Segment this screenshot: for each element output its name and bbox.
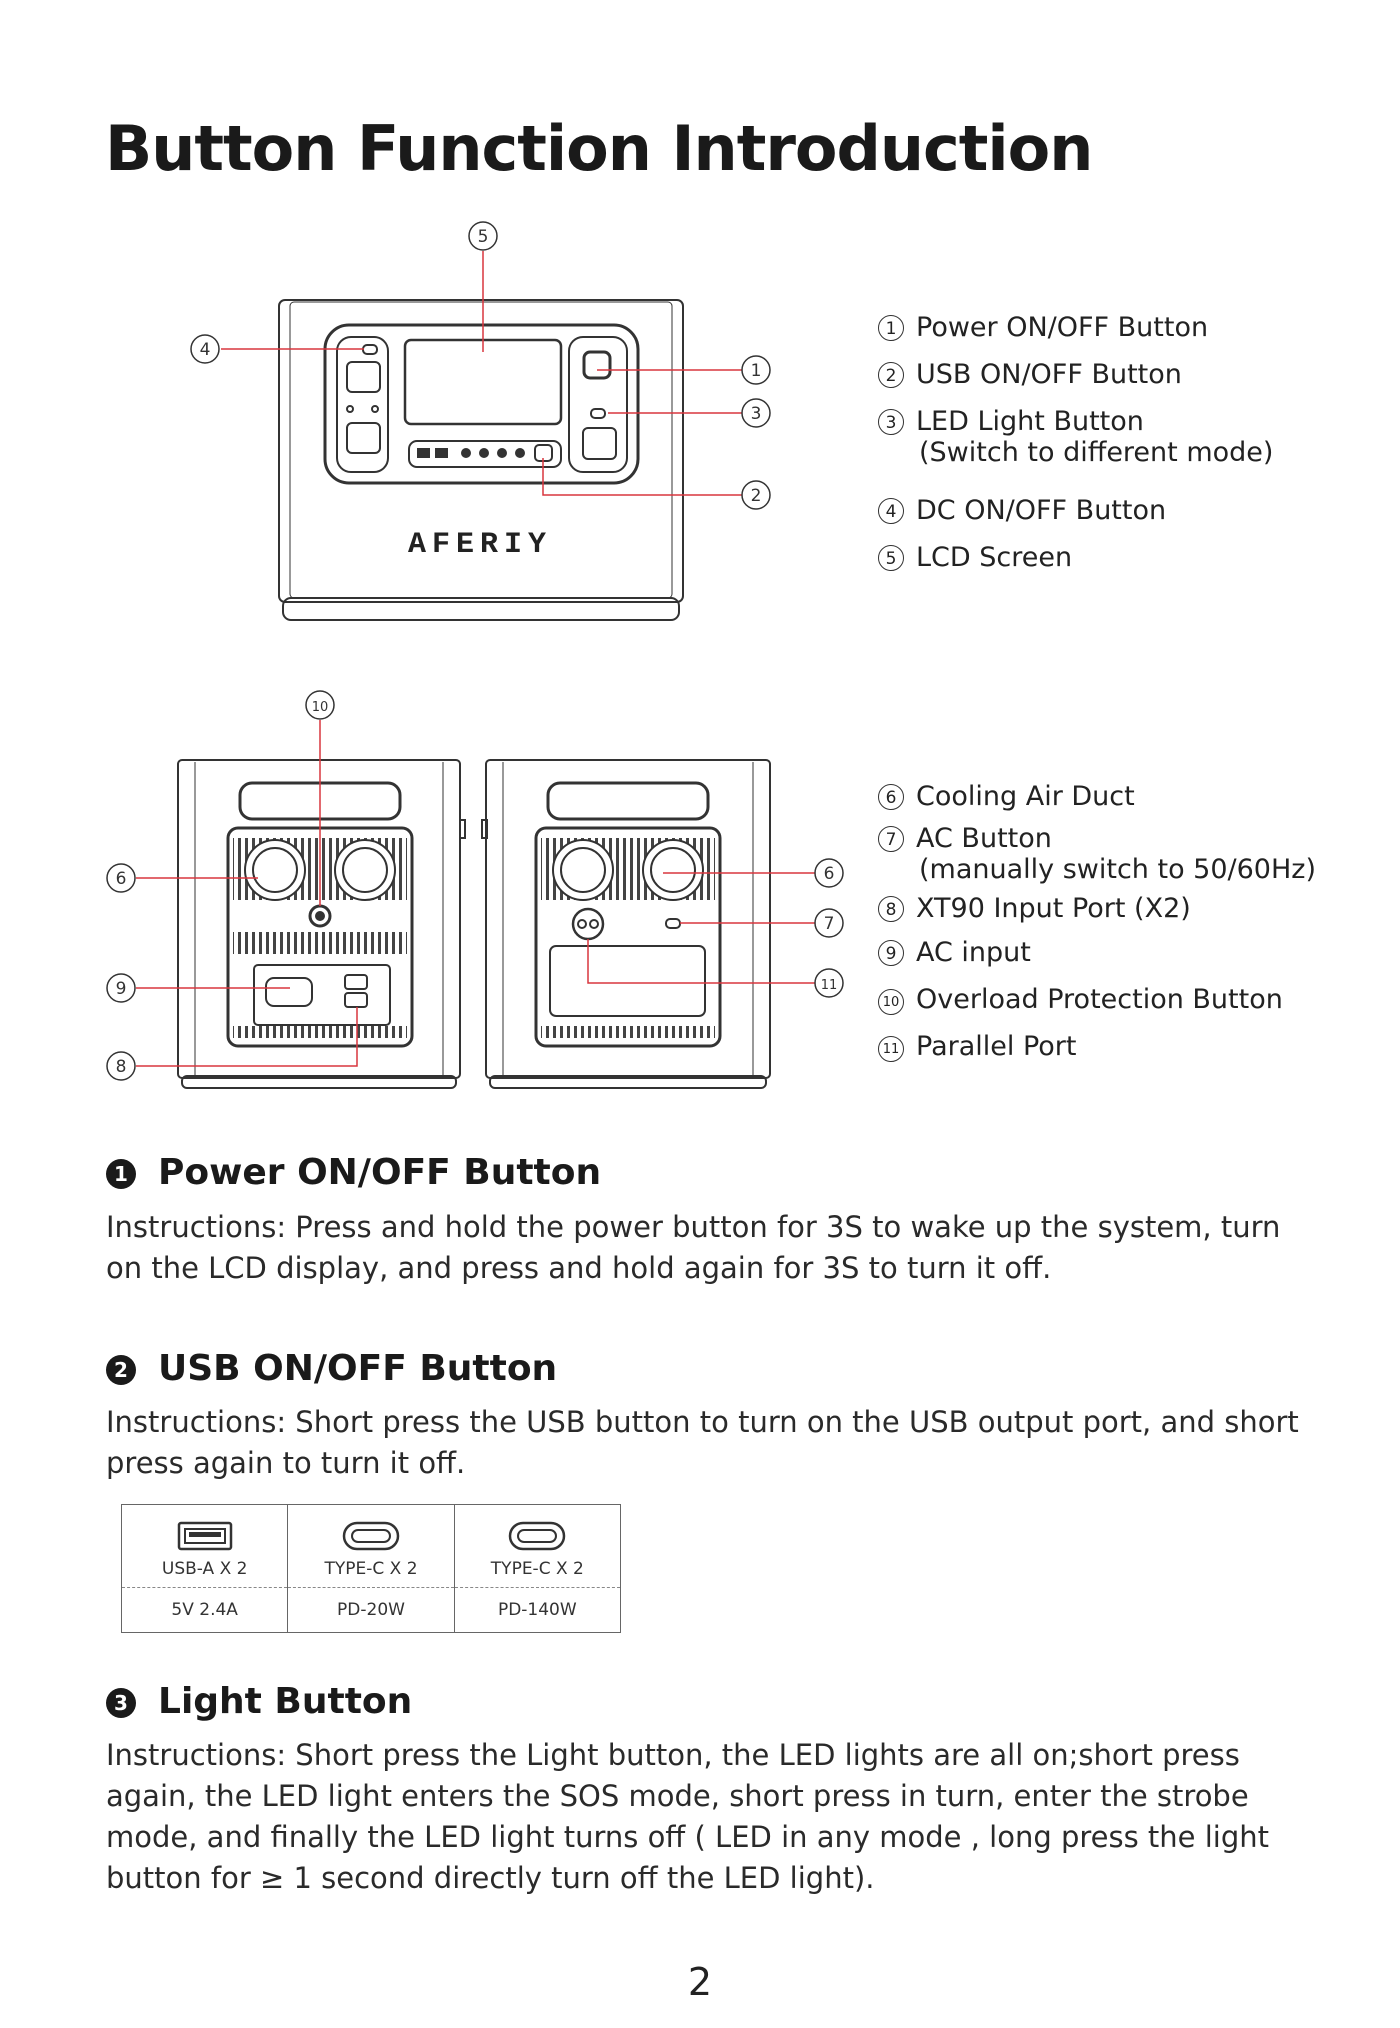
callout-8: 8 (106, 1051, 136, 1081)
port-type: TYPE-C X 2 (490, 1559, 584, 1579)
usb-c-port-icon (509, 1521, 566, 1551)
svg-text:3: 3 (751, 404, 762, 424)
usb-a-port-icon (177, 1521, 232, 1551)
svg-text:8: 8 (116, 1057, 127, 1077)
svg-text:2: 2 (751, 486, 762, 506)
front-callout-lines (221, 251, 746, 496)
front-view: AFERIY (278, 299, 684, 621)
svg-text:6: 6 (116, 869, 127, 889)
rear-callout-lines (136, 720, 815, 1067)
section-bullet: 3 (106, 1688, 136, 1718)
section-instructions-power: Instructions: Press and hold the power b… (106, 1210, 1281, 1285)
product-diagrams: AFERIY 5 4 1 3 2 (106, 221, 844, 1089)
callout-2: 2 (741, 480, 771, 510)
svg-text:7: 7 (824, 914, 835, 934)
section-bullet: 2 (106, 1355, 136, 1385)
port-type: USB-A X 2 (161, 1559, 248, 1579)
port-spec: PD-20W (287, 1587, 455, 1633)
usb-port-cell: TYPE-C X 2 (453, 1504, 622, 1588)
rear-view-right (481, 759, 771, 1089)
callout-9: 9 (106, 973, 136, 1003)
port-spec: 5V 2.4A (120, 1587, 289, 1633)
usb-port-table: USB-A X 2 TYPE-C X 2 TYPE-C X 2 5V 2.4A … (120, 1504, 622, 1633)
rear-view-left (177, 759, 466, 1089)
svg-text:11: 11 (821, 978, 838, 993)
callout-4: 4 (190, 334, 220, 364)
section-bullet: 1 (106, 1159, 136, 1189)
page-number: 2 (687, 1960, 713, 2004)
port-spec: PD-140W (453, 1587, 622, 1633)
svg-text:6: 6 (824, 864, 835, 884)
legend-subtext: (Switch to different mode) (919, 437, 1274, 468)
svg-text:10: 10 (312, 700, 329, 715)
callout-11: 11 (814, 968, 844, 998)
usb-c-port-icon (342, 1521, 400, 1551)
brand-logo: AFERIY (408, 528, 552, 562)
callout-6-left: 6 (106, 863, 136, 893)
front-callout-markers: 5 4 1 3 2 (190, 221, 771, 510)
callout-3: 3 (741, 398, 771, 428)
callout-7: 7 (814, 908, 844, 938)
usb-port-cell: TYPE-C X 2 (287, 1504, 455, 1588)
legend-subtext: (manually switch to 50/60Hz) (919, 854, 1316, 885)
usb-port-cell: USB-A X 2 (120, 1504, 289, 1588)
callout-1: 1 (741, 355, 771, 385)
rear-callout-markers: 10 6 9 8 6 7 11 (106, 690, 844, 1081)
svg-text:5: 5 (478, 227, 489, 247)
svg-text:9: 9 (116, 979, 127, 999)
svg-text:1: 1 (751, 361, 762, 381)
port-type: TYPE-C X 2 (324, 1559, 418, 1579)
callout-5: 5 (468, 221, 498, 251)
svg-text:4: 4 (200, 340, 211, 360)
section-instructions-light: Instructions: Short press the Light butt… (106, 1738, 1270, 1895)
section-instructions-usb: Instructions: Short press the USB button… (106, 1405, 1299, 1480)
callout-10: 10 (305, 690, 335, 720)
page-title: Button Function Introduction (105, 112, 1093, 185)
callout-6-right: 6 (814, 858, 844, 888)
